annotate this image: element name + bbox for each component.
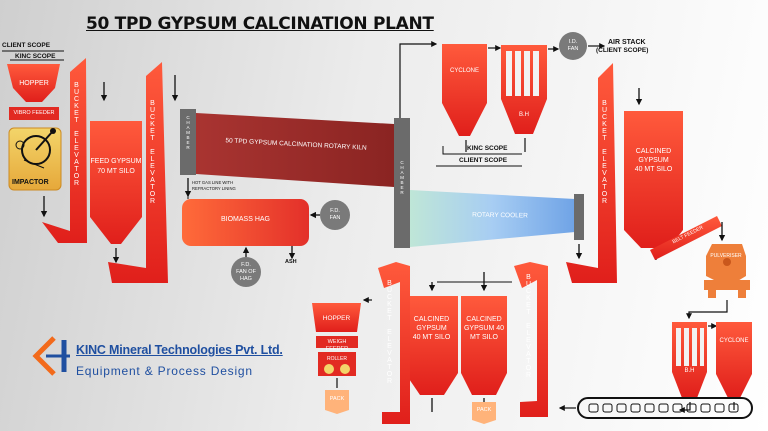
fd-fan-label-2: FAN: [329, 215, 341, 221]
bucket-elevator-4: [378, 262, 410, 424]
cyclone-bottom-label: CYCLONE: [719, 338, 749, 344]
page-title: 50 TPD GYPSUM CALCINATION PLANT: [86, 14, 434, 34]
bucket-elevator-5: [514, 262, 548, 417]
kinc-scope-cyclone-label: KINC SCOPE: [467, 145, 508, 152]
id-fan-label-2: FAN: [567, 46, 579, 52]
bucket-elevator-3: [566, 63, 617, 283]
silo-b-label-3: MT SILO: [470, 334, 498, 341]
weigh-feeder-label: WEIGH FEEDER: [325, 339, 349, 352]
hopper-feed: [7, 64, 60, 102]
feed-silo-label-2: 70 MT SILO: [97, 168, 135, 175]
id-fan: [559, 32, 587, 60]
hopper-pack-label: HOPPER: [322, 315, 351, 322]
fd-fan: [320, 200, 350, 230]
company-name: KINC Mineral Technologies Pvt. Ltd.: [76, 343, 283, 357]
chamber-left: [180, 109, 196, 175]
bh-top-label: B.H: [518, 112, 529, 118]
pack-1-label: PACK: [329, 396, 345, 402]
chamber-left-label: CHAMBER: [185, 115, 191, 150]
bucket-elevator-1-label: BUCKET ELEVATOR: [73, 82, 80, 187]
calcined-silo-top: [624, 111, 683, 248]
id-fan-label-1: I.D.: [568, 39, 578, 45]
silo-a-label-2: GYPSUM: [416, 325, 447, 332]
impactor-label: IMPACTOR: [12, 179, 49, 186]
bucket-elevator-3-label: BUCKET ELEVATOR: [601, 100, 608, 205]
feed-silo: [90, 121, 142, 244]
hopper-label: HOPPER: [19, 80, 49, 87]
chamber-right: [394, 118, 410, 248]
calcined-silo-top-label-1: CALCINED: [635, 148, 672, 155]
hot-gas-note-1: HOT GAS LINE WITH: [192, 180, 234, 185]
fd-fan-hag-label-2: FAN OF: [236, 269, 256, 275]
air-stack-label: AIR STACK: [608, 39, 646, 46]
fd-fan-hag-label-1: F.D.: [241, 262, 251, 268]
company-logo-mark: [32, 336, 70, 376]
chamber-right-label: CHAMBER: [399, 160, 405, 195]
pulveriser: [704, 244, 750, 298]
silo-a-label-1: CALCINED: [413, 316, 450, 323]
duct-pulv-bh: [686, 300, 728, 320]
cyclone-scope-bracket: [442, 146, 522, 155]
company-tagline: Equipment & Process Design: [76, 364, 253, 378]
rotary-kiln: [196, 113, 394, 187]
rotary-cooler: [410, 190, 575, 247]
client-scope-cyclone-label: CLIENT SCOPE: [459, 157, 508, 164]
biomass-hag-label: BIOMASS HAG: [220, 216, 270, 223]
client-scope-top-label: CLIENT SCOPE: [2, 42, 51, 49]
roller-feeder: [318, 352, 356, 376]
arrow-to-conveyor: [678, 402, 691, 413]
fd-fan-label-1: F.D.: [330, 208, 340, 214]
bucket-elevator-4-label: BUCKET ELEVATOR: [386, 280, 393, 385]
impactor: [8, 127, 62, 191]
silo-b-label-1: CALCINED: [466, 316, 502, 323]
cyclone-bottom: [716, 322, 752, 398]
scope-bracket-top: [2, 50, 64, 61]
bh-bottom-label: B.H: [684, 368, 695, 374]
vibro-feeder-label: VIBRO FEEDER: [13, 110, 55, 116]
roller-label: ROLLER: [326, 356, 347, 362]
pack-1: [325, 390, 349, 414]
bag-house-bottom: [672, 322, 707, 398]
ash-label: ASH: [285, 259, 297, 265]
duct-chamber-cyclone: [399, 41, 438, 118]
kinc-scope-top-label: KINC SCOPE: [15, 53, 56, 60]
cyclone-top: [442, 44, 487, 136]
calcined-silo-b: [461, 296, 507, 395]
air-stack-scope-label: (CLIENT SCOPE): [596, 47, 649, 54]
pack-2: [472, 402, 496, 424]
vibro-feeder: [9, 107, 59, 120]
bucket-elevator-5-label: BUCKET ELEVATOR: [525, 274, 532, 379]
calcined-silo-top-label-2: GYPSUM: [638, 157, 669, 164]
feed-silo-label-1: FEED GYPSUM: [90, 158, 142, 165]
cyclone-top-label: CYCLONE: [449, 68, 479, 74]
hopper-pack: [312, 303, 361, 332]
bucket-elevator-2: [108, 62, 168, 283]
belt-feeder: [650, 216, 722, 260]
cooler-end-cap: [574, 194, 584, 240]
silo-b-label-2: GYPSUM 40: [463, 325, 505, 332]
pack-2-label: PACK: [476, 407, 492, 413]
calcined-silo-top-label-3: 40 MT SILO: [634, 166, 673, 173]
fd-fan-hag: [231, 257, 261, 287]
bucket-elevator-2-label: BUCKET ELEVATOR: [149, 100, 156, 205]
silo-a-label-3: 40 MT SILO: [412, 334, 451, 341]
hot-gas-note-2: REFRACTORY LINING: [192, 186, 236, 191]
belt-conveyor: [577, 397, 753, 419]
bag-house-top: [501, 45, 547, 134]
pulveriser-label: PULVERISER: [710, 253, 742, 259]
fd-fan-hag-label-3: HAG: [240, 276, 252, 282]
weigh-feeder: [316, 336, 358, 348]
biomass-hag: [182, 199, 309, 246]
bucket-elevator-1: [42, 58, 87, 243]
calcined-silo-a: [405, 296, 458, 395]
